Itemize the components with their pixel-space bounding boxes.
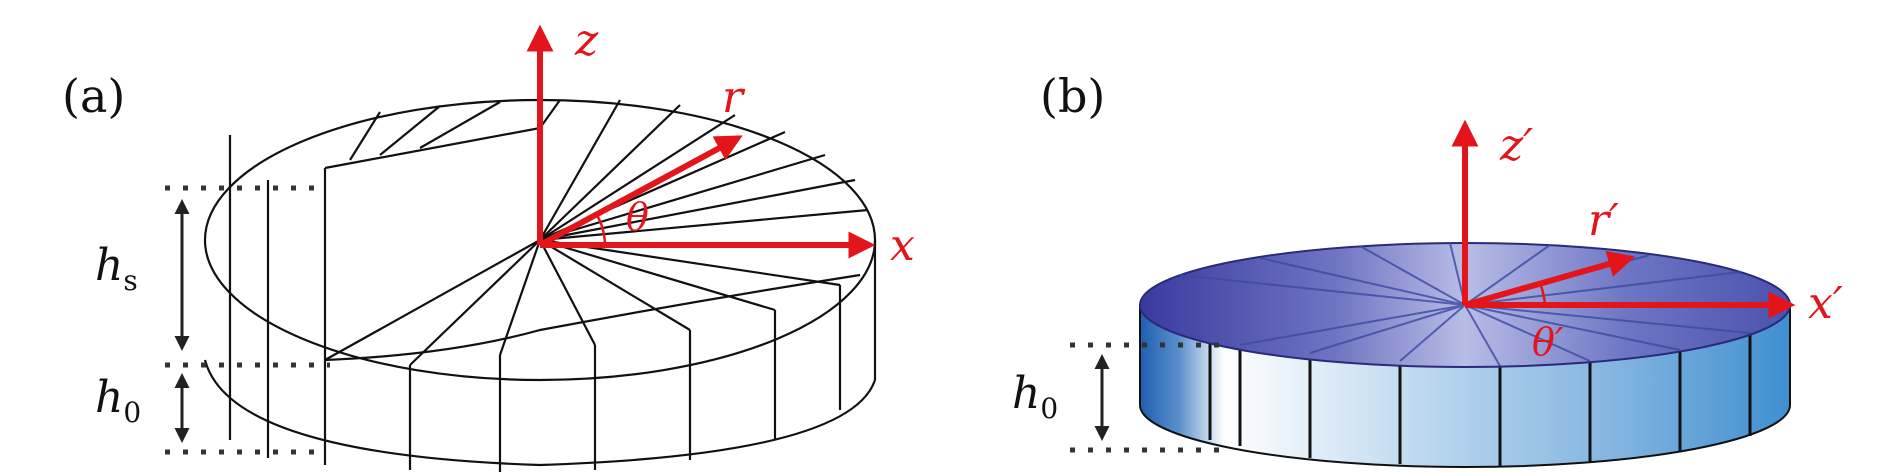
panel-b-theta-label: θ′ <box>1532 320 1564 364</box>
panel-b-r-label: r′ <box>1588 195 1619 246</box>
panel-b-z-label: z′ <box>1499 120 1533 171</box>
panel-a-axes <box>526 24 876 259</box>
panel-b-h0-label: h0 <box>1012 368 1058 425</box>
panel-b: (b) <box>1012 69 1843 468</box>
panel-a-h0-label: h0 <box>95 372 141 429</box>
panel-b-theta-arc <box>1538 282 1547 306</box>
panel-a-theta-label: θ <box>626 195 649 239</box>
panel-a-x-label: x <box>890 220 915 271</box>
panel-a-theta-arc <box>595 214 607 246</box>
panel-a-r-axis <box>538 135 743 248</box>
panel-b-label: (b) <box>1040 69 1105 123</box>
panel-b-x-label: x′ <box>1808 278 1843 329</box>
panel-a-dotted-guides <box>165 185 330 455</box>
panel-a: (a) <box>62 15 915 472</box>
panel-a-label: (a) <box>62 69 125 123</box>
panel-a-r-label: r <box>722 72 746 123</box>
panel-b-dotted-guides <box>1070 342 1220 453</box>
panel-b-r-axis <box>1464 250 1636 308</box>
panel-a-z-label: z <box>574 15 599 66</box>
panel-a-hs-label: hs <box>95 240 138 297</box>
panel-b-axes <box>1451 119 1796 319</box>
